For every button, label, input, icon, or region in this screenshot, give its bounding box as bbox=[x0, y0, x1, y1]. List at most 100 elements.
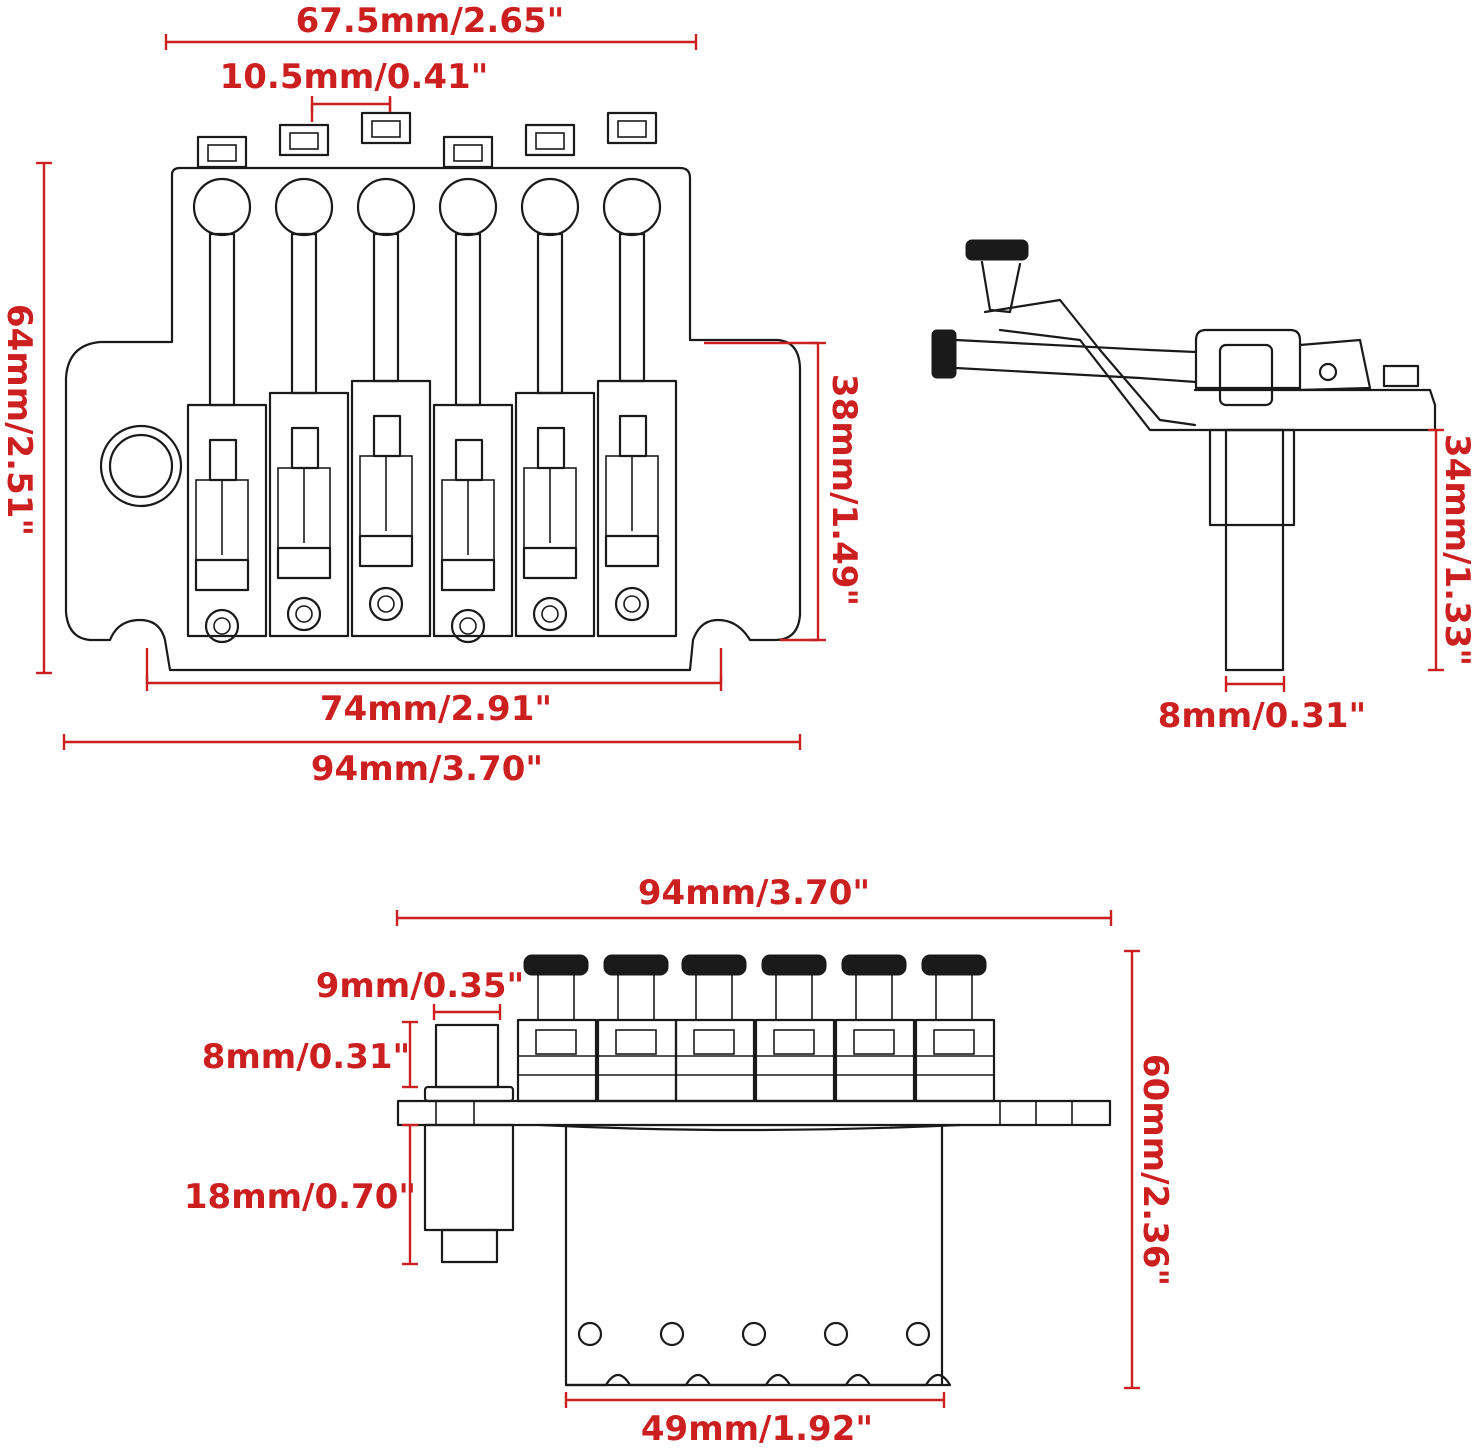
front-saddle-top bbox=[693, 1029, 735, 1055]
label-top-width-saddles: 67.5mm/2.65" bbox=[296, 1, 565, 41]
saddle-6 bbox=[596, 111, 678, 638]
saddle-block bbox=[454, 438, 484, 482]
saddle-screw-head bbox=[524, 123, 576, 157]
saddle-body bbox=[596, 379, 678, 638]
front-fine-tuner-knob bbox=[523, 954, 589, 976]
dim-front-height-total bbox=[1124, 949, 1140, 1390]
front-saddle-body bbox=[834, 1018, 916, 1103]
front-fine-tuner-knob bbox=[603, 954, 669, 976]
block-hole bbox=[741, 1321, 767, 1347]
front-saddle-body bbox=[754, 1018, 836, 1103]
front-view-block-top bbox=[538, 1123, 962, 1132]
label-front-stud-length: 18mm/0.70" bbox=[184, 1177, 416, 1217]
front-fine-tuner-knob bbox=[761, 954, 827, 976]
side-view-fine-tuner-knob-upper bbox=[965, 239, 1029, 261]
side-view-drawing bbox=[931, 239, 1437, 672]
label-top-screw-spacing: 10.5mm/0.41" bbox=[220, 57, 489, 97]
saddle-screw-slot bbox=[289, 132, 319, 150]
saddle-lock bbox=[522, 546, 578, 580]
saddle-arm bbox=[290, 232, 318, 395]
block-hole bbox=[823, 1321, 849, 1347]
saddle-bolt bbox=[286, 596, 322, 632]
label-front-stud-height: 8mm/0.31" bbox=[202, 1037, 411, 1077]
saddle-screw-slot bbox=[535, 132, 565, 150]
fine-tuner-knob bbox=[192, 177, 252, 237]
side-view-post bbox=[1224, 428, 1285, 672]
fine-tuner-knob bbox=[520, 177, 580, 237]
front-view-stud-body bbox=[423, 1123, 515, 1232]
saddle-4 bbox=[432, 135, 514, 644]
top-view-drawing bbox=[64, 111, 802, 672]
front-saddle-top bbox=[773, 1029, 815, 1055]
saddle-screw-head bbox=[360, 111, 412, 145]
dim-front-stud-height bbox=[402, 1020, 418, 1089]
top-view-baseplate bbox=[64, 166, 802, 672]
saddle-bolt bbox=[614, 586, 650, 622]
front-view-drawing bbox=[396, 954, 1112, 1387]
front-view-saddles bbox=[516, 954, 996, 1103]
saddle-screw-slot bbox=[453, 144, 483, 162]
front-view-stud-head bbox=[434, 1023, 500, 1089]
front-view-block-holes bbox=[577, 1321, 931, 1347]
saddle-screw-head bbox=[196, 135, 248, 169]
saddle-body bbox=[186, 403, 268, 638]
saddle-lock bbox=[194, 558, 250, 592]
label-top-height-body: 38mm/1.49" bbox=[824, 374, 864, 606]
saddle-bolt-hex bbox=[541, 605, 559, 623]
fine-tuner-knob bbox=[438, 177, 498, 237]
saddle-lock bbox=[604, 534, 660, 568]
saddle-bolt bbox=[368, 586, 404, 622]
side-view-stud-top bbox=[1218, 343, 1274, 407]
saddle-5 bbox=[514, 123, 596, 638]
saddle-bolt-hex bbox=[623, 595, 641, 613]
side-view-body bbox=[1194, 328, 1302, 390]
front-fine-tuner-knob bbox=[921, 954, 987, 976]
saddle-screw-slot bbox=[371, 120, 401, 138]
front-fine-tuner-knob bbox=[841, 954, 907, 976]
top-view-mount-hole-outer bbox=[99, 424, 183, 508]
front-saddle-top bbox=[933, 1029, 975, 1055]
front-saddle-6 bbox=[914, 954, 996, 1103]
saddle-block bbox=[372, 414, 402, 458]
front-saddle-2 bbox=[596, 954, 678, 1103]
label-side-post-width: 8mm/0.31" bbox=[1158, 696, 1367, 736]
saddle-block bbox=[618, 414, 648, 458]
front-view-stud-tip bbox=[440, 1228, 499, 1264]
saddle-block bbox=[290, 426, 320, 470]
front-saddle-top bbox=[615, 1029, 657, 1055]
side-view-saddle-arm bbox=[954, 338, 1198, 384]
dim-front-block-width bbox=[564, 1392, 946, 1408]
front-saddle-body bbox=[516, 1018, 598, 1103]
saddle-arm bbox=[208, 232, 236, 407]
front-saddle-body bbox=[596, 1018, 678, 1103]
saddle-lock bbox=[358, 534, 414, 568]
top-view-mount-hole-inner bbox=[108, 433, 174, 499]
fine-tuner-knob bbox=[356, 177, 416, 237]
side-view-post-upper bbox=[1208, 428, 1296, 527]
fine-tuner-knob bbox=[274, 177, 334, 237]
front-saddle-body bbox=[674, 1018, 756, 1103]
top-view-saddles bbox=[186, 111, 678, 644]
saddle-lock bbox=[440, 558, 496, 592]
front-view-stud-collar bbox=[423, 1085, 515, 1103]
front-saddle-top bbox=[853, 1029, 895, 1055]
side-view-saddle-end bbox=[1298, 338, 1372, 392]
saddle-bolt bbox=[204, 608, 240, 644]
saddle-bolt-hex bbox=[213, 617, 231, 635]
saddle-block bbox=[208, 438, 238, 482]
side-view-baseplate bbox=[1193, 388, 1437, 432]
saddle-body bbox=[268, 391, 350, 638]
saddle-block bbox=[536, 426, 566, 470]
saddle-screw-head bbox=[442, 135, 494, 169]
saddle-bolt bbox=[450, 608, 486, 644]
dim-side-post-width bbox=[1224, 676, 1286, 692]
label-front-width-total: 94mm/3.70" bbox=[638, 873, 870, 913]
dim-front-stud-width bbox=[432, 1004, 502, 1020]
front-saddle-3 bbox=[674, 954, 756, 1103]
dim-top-height-total bbox=[36, 161, 52, 675]
saddle-body bbox=[432, 403, 514, 638]
dim-top-width-saddles bbox=[164, 34, 698, 50]
saddle-body bbox=[350, 379, 432, 638]
